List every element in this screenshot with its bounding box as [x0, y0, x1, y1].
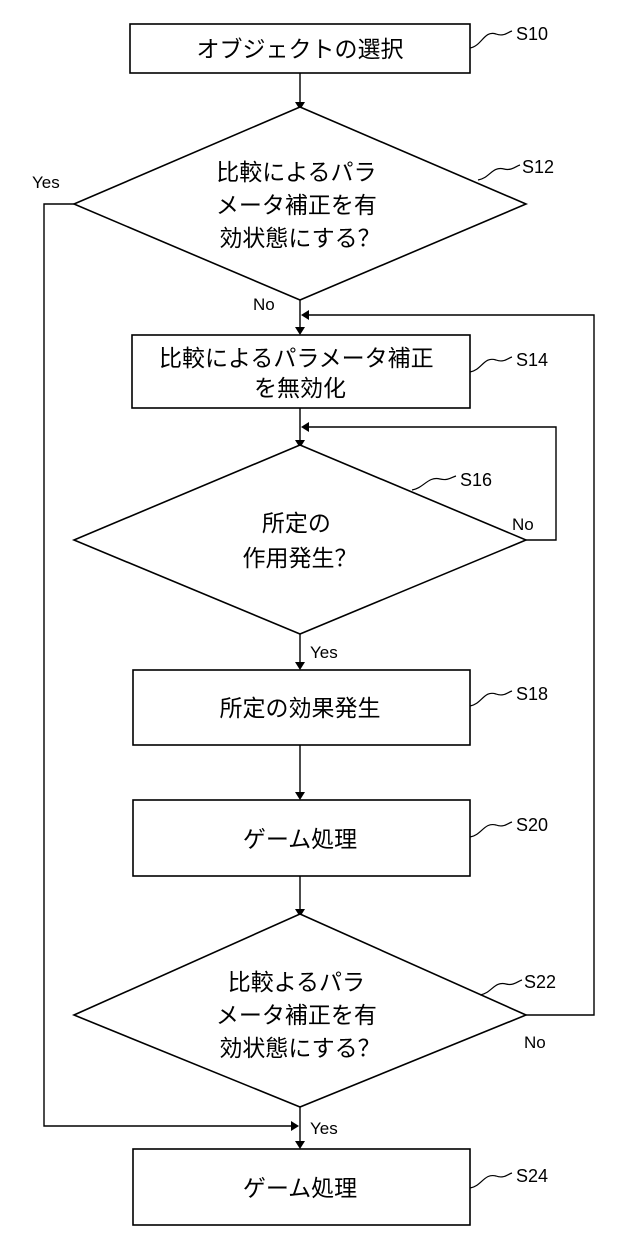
node-s14-line: 比較によるパラメータ補正	[159, 346, 434, 372]
process-box-s24: ゲーム処理	[132, 1148, 471, 1226]
process-box-s14: 比較によるパラメータ補正 を無効化	[131, 334, 471, 409]
node-s20-text: ゲーム処理	[243, 827, 357, 853]
node-s10-line: オブジェクトの選択	[197, 37, 404, 63]
step-label-s16: S16	[460, 470, 492, 490]
process-box-s18: 所定の効果発生	[132, 669, 471, 746]
node-s10-text: オブジェクトの選択	[197, 37, 404, 63]
arrowhead-into-s16	[295, 440, 305, 448]
step-label-leaders	[411, 30, 523, 1189]
branch-label-s16-yes: Yes	[310, 643, 338, 662]
decision-diamond-s16: 所定の 作用発生？	[71, 444, 529, 635]
node-s12-text: 比較によるパラ メータ補正を有 効状態にする？	[216, 160, 384, 252]
arrowhead-into-s20	[295, 792, 305, 800]
node-s22-text: 比較よるパラ メータ補正を有 効状態にする？	[216, 970, 384, 1062]
node-s12-line: メータ補正を有	[216, 193, 377, 219]
arrowhead-s12-bypass-return	[291, 1121, 299, 1131]
decision-diamond-s22: 比較よるパラ メータ補正を有 効状態にする？	[71, 913, 529, 1108]
node-s22-line: メータ補正を有	[216, 1003, 377, 1029]
branch-label-s16-no: No	[512, 515, 534, 534]
node-s12-line: 効状態にする？	[219, 226, 380, 252]
arrowhead-into-s22	[295, 909, 305, 917]
node-s14-text: 比較によるパラメータ補正 を無効化	[159, 346, 441, 402]
node-s16-line: 作用発生？	[243, 546, 358, 572]
step-label-s18: S18	[516, 684, 548, 704]
connector-s16-no-loop	[306, 426, 557, 541]
step-label-s20: S20	[516, 815, 548, 835]
arrowhead-into-s12	[295, 102, 305, 110]
leader-s24	[469, 1172, 513, 1189]
step-label-s14: S14	[516, 350, 548, 370]
leader-s10	[469, 30, 513, 49]
branch-label-s12-no: No	[253, 295, 275, 314]
node-s16-line: 所定の	[262, 511, 331, 537]
leader-s20	[469, 821, 513, 838]
node-s22-line: 効状態にする？	[219, 1036, 380, 1062]
arrowhead-into-s14	[295, 327, 305, 335]
connectors	[43, 73, 595, 1145]
arrowhead-s22-loop-return	[301, 310, 309, 320]
node-s16-text: 所定の 作用発生？	[243, 511, 358, 572]
node-s18-text: 所定の効果発生	[220, 696, 381, 722]
node-s24-text: ゲーム処理	[243, 1176, 357, 1202]
arrowhead-s16-loop-return	[301, 422, 309, 432]
process-box-s10: オブジェクトの選択	[129, 23, 471, 74]
step-label-s22: S22	[524, 972, 556, 992]
decision-diamond-s12: 比較によるパラ メータ補正を有 効状態にする？	[71, 106, 529, 301]
leader-s22	[479, 979, 523, 996]
step-label-s24: S24	[516, 1166, 548, 1186]
arrowheads	[291, 102, 309, 1149]
branch-labels: Yes No No Yes No Yes	[32, 173, 546, 1138]
connector-s12-yes-bypass	[43, 203, 294, 1127]
leader-s18	[469, 690, 513, 707]
arrowhead-into-s18	[295, 662, 305, 670]
node-s18-line: 所定の効果発生	[220, 696, 381, 722]
node-s12-line: 比較によるパラ	[216, 160, 376, 186]
node-s24-line: ゲーム処理	[243, 1176, 357, 1202]
step-labels: S10 S12 S14 S16 S18 S20 S22 S24	[460, 24, 556, 1186]
arrowhead-into-s24	[295, 1141, 305, 1149]
node-s20-line: ゲーム処理	[243, 827, 357, 853]
branch-label-s12-yes: Yes	[32, 173, 60, 192]
step-label-s10: S10	[516, 24, 548, 44]
process-box-s20: ゲーム処理	[132, 799, 471, 877]
connector-s22-no-loop	[306, 314, 595, 1016]
leader-s16	[411, 475, 457, 491]
branch-label-s22-no: No	[524, 1033, 546, 1052]
leader-s12	[477, 164, 521, 181]
leader-s14	[469, 356, 513, 373]
node-s22-line: 比較よるパラ	[228, 970, 365, 996]
branch-label-s22-yes: Yes	[310, 1119, 338, 1138]
node-s14-line: を無効化	[254, 376, 346, 402]
step-label-s12: S12	[522, 157, 554, 177]
